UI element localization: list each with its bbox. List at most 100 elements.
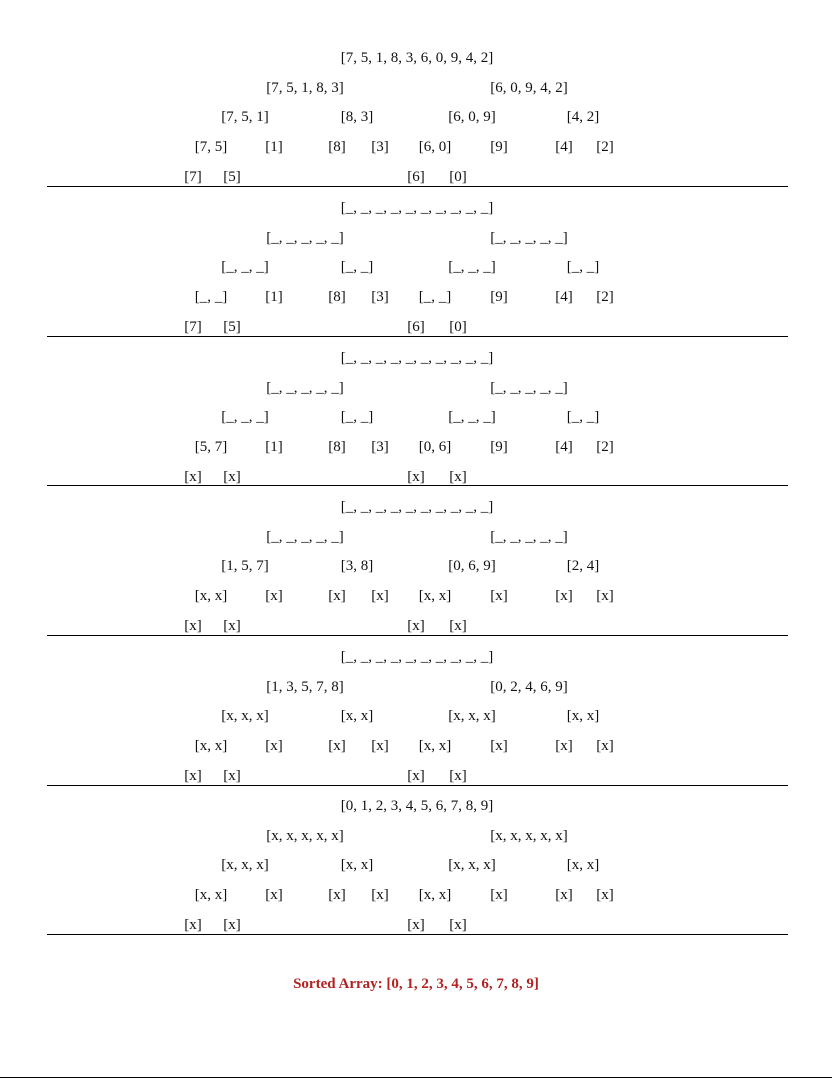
- array-node: [7]: [184, 168, 202, 185]
- step-separator: [47, 485, 788, 486]
- array-node: [9]: [490, 139, 508, 156]
- array-node: [x, x]: [418, 738, 452, 755]
- array-node: [x, x]: [340, 708, 374, 725]
- array-node: [x]: [328, 588, 346, 605]
- array-node: [_, _]: [418, 289, 452, 306]
- array-node: [x]: [407, 468, 425, 485]
- array-node: [7, 5, 1, 8, 3]: [266, 79, 344, 96]
- step-separator: [47, 934, 788, 935]
- array-node: [4]: [555, 139, 573, 156]
- array-node: [x]: [223, 916, 241, 933]
- array-node: [8]: [328, 289, 346, 306]
- array-node: [_, _, _]: [221, 259, 269, 276]
- array-node: [_, _, _, _, _]: [490, 379, 568, 396]
- array-node: [2]: [596, 439, 614, 456]
- array-node: [x]: [184, 916, 202, 933]
- array-node: [_, _, _]: [448, 259, 496, 276]
- array-node: [x]: [184, 617, 202, 634]
- array-node: [x, x]: [194, 887, 228, 904]
- array-node: [_, _, _]: [448, 409, 496, 426]
- array-node: [9]: [490, 439, 508, 456]
- array-node: [x]: [596, 738, 614, 755]
- array-node: [x]: [184, 468, 202, 485]
- page-bottom-rule: [0, 1077, 832, 1078]
- array-node: [x]: [449, 617, 467, 634]
- array-node: [5, 7]: [194, 439, 228, 456]
- array-node: [x]: [490, 738, 508, 755]
- array-node: [7, 5]: [194, 139, 228, 156]
- array-node: [7]: [184, 318, 202, 335]
- array-node: [x]: [371, 738, 389, 755]
- array-node: [x]: [596, 588, 614, 605]
- array-node: [0, 1, 2, 3, 4, 5, 6, 7, 8, 9]: [340, 798, 494, 814]
- array-node: [0, 2, 4, 6, 9]: [490, 678, 568, 695]
- array-node: [x, x]: [418, 588, 452, 605]
- array-node: [_, _]: [340, 409, 374, 426]
- array-node: [x]: [265, 738, 283, 755]
- array-node: [8]: [328, 139, 346, 156]
- array-node: [x]: [555, 588, 573, 605]
- array-node: [1]: [265, 139, 283, 156]
- array-node: [x]: [407, 767, 425, 784]
- array-node: [x, x, x]: [448, 708, 496, 725]
- array-node: [3]: [371, 289, 389, 306]
- array-node: [x]: [265, 588, 283, 605]
- array-node: [3, 8]: [340, 558, 374, 575]
- array-node: [_, _]: [194, 289, 228, 306]
- array-node: [x]: [407, 916, 425, 933]
- array-node: [x]: [407, 617, 425, 634]
- array-node: [3]: [371, 139, 389, 156]
- array-node: [0, 6, 9]: [448, 558, 496, 575]
- array-node: [5]: [223, 168, 241, 185]
- array-node: [x, x]: [566, 708, 600, 725]
- array-node: [6, 0]: [418, 139, 452, 156]
- array-node: [x]: [555, 738, 573, 755]
- array-node: [x]: [328, 887, 346, 904]
- array-node: [_, _, _, _, _]: [266, 528, 344, 545]
- step-separator: [47, 336, 788, 337]
- array-node: [_, _]: [340, 259, 374, 276]
- array-node: [_, _, _, _, _]: [490, 528, 568, 545]
- array-node: [x, x]: [194, 588, 228, 605]
- array-node: [_, _, _, _, _, _, _, _, _, _]: [340, 499, 494, 515]
- array-node: [x]: [490, 588, 508, 605]
- array-node: [2]: [596, 139, 614, 156]
- array-node: [3]: [371, 439, 389, 456]
- array-node: [4]: [555, 289, 573, 306]
- array-node: [x]: [371, 588, 389, 605]
- array-node: [_, _, _, _, _]: [490, 229, 568, 246]
- array-node: [7, 5, 1]: [221, 109, 269, 126]
- array-node: [1]: [265, 289, 283, 306]
- array-node: [4]: [555, 439, 573, 456]
- sorted-array-result: Sorted Array: [0, 1, 2, 3, 4, 5, 6, 7, 8…: [293, 976, 539, 992]
- array-node: [x]: [449, 767, 467, 784]
- array-node: [1, 5, 7]: [221, 558, 269, 575]
- step-separator: [47, 186, 788, 187]
- array-node: [_, _, _]: [221, 409, 269, 426]
- array-node: [x, x, x]: [221, 857, 269, 874]
- array-node: [x, x, x]: [448, 857, 496, 874]
- array-node: [_, _, _, _, _, _, _, _, _, _]: [340, 649, 494, 665]
- step-separator: [47, 635, 788, 636]
- array-node: [x]: [596, 887, 614, 904]
- array-node: [_, _]: [566, 259, 600, 276]
- array-node: [0]: [449, 318, 467, 335]
- array-node: [x]: [223, 767, 241, 784]
- array-node: [6, 0, 9, 4, 2]: [490, 79, 568, 96]
- array-node: [_, _, _, _, _]: [266, 229, 344, 246]
- array-node: [x]: [328, 738, 346, 755]
- array-node: [0, 6]: [418, 439, 452, 456]
- array-node: [6, 0, 9]: [448, 109, 496, 126]
- array-node: [x, x]: [194, 738, 228, 755]
- array-node: [1, 3, 5, 7, 8]: [266, 678, 344, 695]
- array-node: [x]: [490, 887, 508, 904]
- array-node: [4, 2]: [566, 109, 600, 126]
- array-node: [8, 3]: [340, 109, 374, 126]
- array-node: [9]: [490, 289, 508, 306]
- array-node: [x]: [223, 617, 241, 634]
- array-node: [x, x]: [566, 857, 600, 874]
- array-node: [1]: [265, 439, 283, 456]
- array-node: [6]: [407, 318, 425, 335]
- array-node: [x, x]: [418, 887, 452, 904]
- array-node: [x, x, x]: [221, 708, 269, 725]
